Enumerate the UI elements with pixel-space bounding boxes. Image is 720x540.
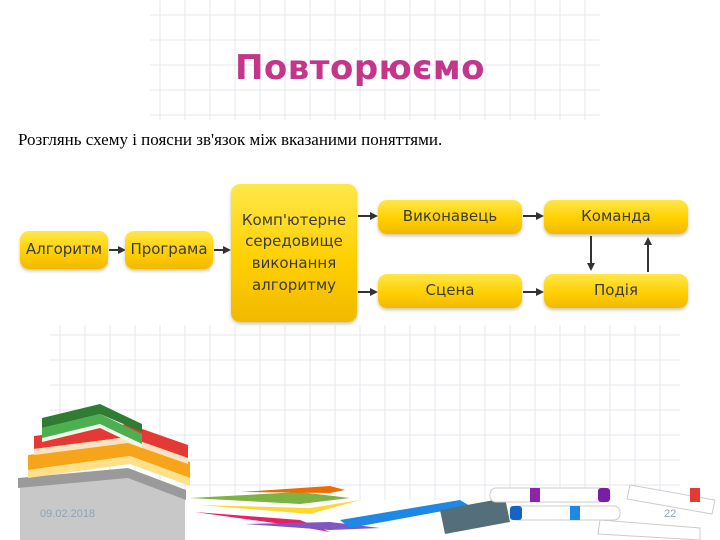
markers-icon — [489, 484, 716, 540]
node-program-label: Програма — [130, 240, 208, 259]
node-executor: Виконавець — [378, 200, 522, 234]
slide-date: 09.02.2018 — [40, 508, 96, 520]
node-algorithm: Алгоритм — [20, 231, 108, 269]
node-environment: Комп'ютерне середовище виконання алгорит… — [231, 184, 357, 322]
pencils-icon — [190, 486, 510, 534]
books-icon — [18, 404, 190, 540]
node-algorithm-label: Алгоритм — [25, 240, 103, 259]
node-executor-label: Виконавець — [402, 207, 498, 226]
node-environment-line-2: середовище — [245, 232, 343, 251]
node-scene: Сцена — [378, 274, 522, 308]
slide-title: Повторюємо — [234, 48, 486, 88]
node-scene-label: Сцена — [425, 281, 475, 300]
node-event: Подія — [544, 274, 688, 308]
node-environment-line-4: алгоритму — [251, 275, 337, 294]
node-environment-line-3: виконання — [251, 254, 337, 272]
node-environment-line-1: Комп'ютерне — [241, 210, 347, 229]
node-program: Програма — [125, 231, 213, 269]
node-event-label: Подія — [593, 281, 639, 300]
node-command: Команда — [544, 200, 688, 234]
slide-page-number: 22 — [664, 508, 677, 520]
instruction-text: Розглянь схему і поясни зв'язок між вказ… — [18, 130, 443, 149]
node-command-label: Команда — [581, 207, 651, 226]
